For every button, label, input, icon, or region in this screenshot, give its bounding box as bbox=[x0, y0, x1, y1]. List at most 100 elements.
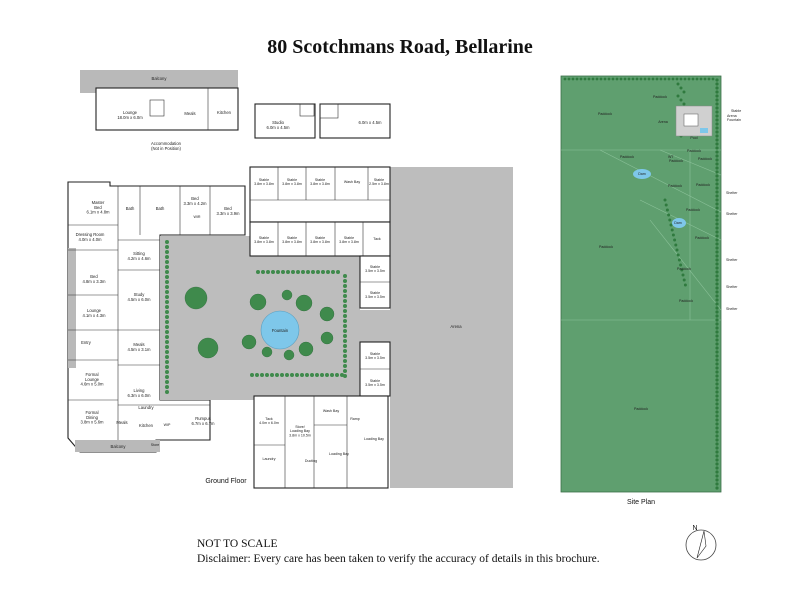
hedge-shrub bbox=[715, 322, 719, 326]
hedge-shrub bbox=[326, 270, 330, 274]
paddock-1: Paddock bbox=[598, 112, 612, 116]
hedge-shrub bbox=[674, 243, 678, 247]
hedge-shrub bbox=[715, 106, 719, 110]
hedge-shrub bbox=[635, 77, 639, 81]
paddock-12: Paddock bbox=[679, 299, 693, 303]
hedge-shrub bbox=[715, 474, 719, 478]
hedge-shrub bbox=[647, 77, 651, 81]
hedge-shrub bbox=[715, 170, 719, 174]
shelter-3: Shelter bbox=[726, 258, 738, 262]
bath2-label: Bath bbox=[156, 206, 165, 211]
hedge-shrub bbox=[270, 373, 274, 377]
hedge-shrub bbox=[715, 414, 719, 418]
hedge-shrub bbox=[715, 154, 719, 158]
hedge-shrub bbox=[715, 194, 719, 198]
paddock-5: Paddock bbox=[698, 157, 712, 161]
hedge-shrub bbox=[311, 270, 315, 274]
paddock-3: Paddock bbox=[620, 155, 634, 159]
hedge-shrub bbox=[715, 222, 719, 226]
hedge-shrub bbox=[715, 298, 719, 302]
hedge-shrub bbox=[715, 406, 719, 410]
paddock-6: Paddock bbox=[668, 184, 682, 188]
shelter-1: Shelter bbox=[726, 191, 738, 195]
hedge-shrub bbox=[256, 270, 260, 274]
hedge-shrub bbox=[165, 270, 169, 274]
hedge-shrub bbox=[165, 305, 169, 309]
hedge-shrub bbox=[715, 374, 719, 378]
hedge-shrub bbox=[715, 94, 719, 98]
hedge-shrub bbox=[165, 340, 169, 344]
paddock-2: Paddock bbox=[653, 95, 667, 99]
hedge-shrub bbox=[681, 273, 685, 277]
hedge-shrub bbox=[667, 213, 671, 217]
hedge-shrub bbox=[664, 203, 668, 207]
hedge-shrub bbox=[715, 134, 719, 138]
hedge-shrub bbox=[343, 364, 347, 368]
hedge-shrub bbox=[321, 270, 325, 274]
hedge-shrub bbox=[715, 410, 719, 414]
hedge-shrub bbox=[677, 258, 681, 262]
hedge-shrub bbox=[715, 162, 719, 166]
hedge-shrub bbox=[715, 118, 719, 122]
hedge-shrub bbox=[643, 77, 647, 81]
hedge-shrub bbox=[715, 326, 719, 330]
hedge-shrub bbox=[715, 398, 719, 402]
hedge-shrub bbox=[691, 77, 695, 81]
paddock-10: Paddock bbox=[599, 245, 613, 249]
hedge-shrub bbox=[676, 253, 680, 257]
hedge-shrub bbox=[715, 454, 719, 458]
hedge-shrub bbox=[343, 309, 347, 313]
hedge-shrub bbox=[683, 77, 687, 81]
hedge-shrub bbox=[675, 248, 679, 252]
hedge-shrub bbox=[715, 266, 719, 270]
house-balcony bbox=[75, 440, 160, 452]
hedge-shrub bbox=[165, 320, 169, 324]
hedge-shrub bbox=[165, 315, 169, 319]
loading-bay2-label: Loading Bay bbox=[364, 437, 384, 441]
wash-bay-label: Wash Bay bbox=[344, 180, 360, 184]
hedge-shrub bbox=[579, 77, 583, 81]
paddock-11: Paddock bbox=[677, 267, 691, 271]
hedge-shrub bbox=[330, 373, 334, 377]
hedge-shrub bbox=[676, 94, 680, 98]
hedge-shrub bbox=[271, 270, 275, 274]
hedge-shrub bbox=[699, 77, 703, 81]
hedge-shrub bbox=[715, 146, 719, 150]
hedge-shrub bbox=[343, 279, 347, 283]
hedge-shrub bbox=[715, 114, 719, 118]
hedge-shrub bbox=[715, 338, 719, 342]
hedge-shrub bbox=[607, 77, 611, 81]
hedge-shrub bbox=[296, 270, 300, 274]
hedge-shrub bbox=[715, 342, 719, 346]
hedge-shrub bbox=[281, 270, 285, 274]
hedge-shrub bbox=[603, 77, 607, 81]
dam-2 bbox=[672, 218, 686, 228]
dam-1 bbox=[633, 169, 651, 179]
site-plan-grass bbox=[560, 75, 722, 493]
hedge-shrub bbox=[715, 422, 719, 426]
hedge-shrub bbox=[715, 102, 719, 106]
paddock-13: Paddock bbox=[634, 407, 648, 411]
hedge-shrub bbox=[343, 339, 347, 343]
hedge-shrub bbox=[715, 138, 719, 142]
hedge-shrub bbox=[165, 375, 169, 379]
hedge-rows bbox=[165, 240, 347, 394]
hedge-shrub bbox=[715, 350, 719, 354]
laundry-label: Laundry bbox=[138, 405, 154, 410]
hedge-shrub bbox=[343, 284, 347, 288]
hedge-shrub bbox=[715, 150, 719, 154]
hedge-shrub bbox=[615, 77, 619, 81]
hedge-shrub bbox=[300, 373, 304, 377]
balcony-label: Balcony bbox=[152, 76, 168, 81]
hedge-shrub bbox=[655, 77, 659, 81]
hedge-shrub bbox=[165, 370, 169, 374]
hedge-shrub bbox=[680, 268, 684, 272]
entry-label: Entry bbox=[81, 340, 92, 345]
